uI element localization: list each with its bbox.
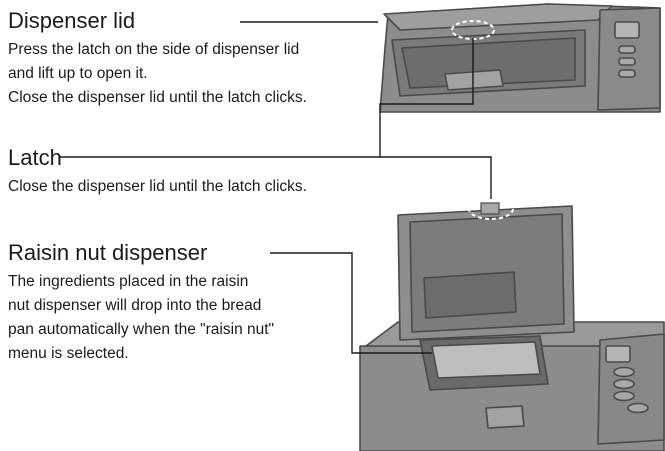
dispenser-lid-title: Dispenser lid bbox=[8, 8, 136, 33]
description-line: Press the latch on the side of dispenser… bbox=[8, 41, 300, 58]
latch-connector-line bbox=[380, 156, 492, 199]
raisin-nut-dispenser-title: Raisin nut dispenser bbox=[8, 240, 208, 265]
description-line: nut dispenser will drop into the bread bbox=[8, 297, 262, 314]
description-line: The ingredients placed in the raisin bbox=[8, 273, 249, 290]
latch-description: Close the dispenser lid until the latch … bbox=[8, 175, 307, 199]
top-machine-illustration bbox=[379, 3, 661, 113]
description-line: menu is selected. bbox=[8, 345, 129, 362]
latch-title: Latch bbox=[8, 145, 62, 170]
bottom-machine-illustration bbox=[359, 205, 665, 451]
latch-leader-line bbox=[60, 38, 474, 158]
raisin-nut-dispenser-leader-line bbox=[270, 252, 432, 354]
dispenser-lid-description: Press the latch on the side of dispenser… bbox=[8, 38, 307, 110]
description-line: Close the dispenser lid until the latch … bbox=[8, 89, 307, 106]
description-line: pan automatically when the "raisin nut" bbox=[8, 321, 275, 338]
description-line: and lift up to open it. bbox=[8, 65, 148, 82]
raisin-nut-dispenser-description: The ingredients placed in the raisin nut… bbox=[8, 270, 274, 366]
description-line: Close the dispenser lid until the latch … bbox=[8, 178, 307, 195]
